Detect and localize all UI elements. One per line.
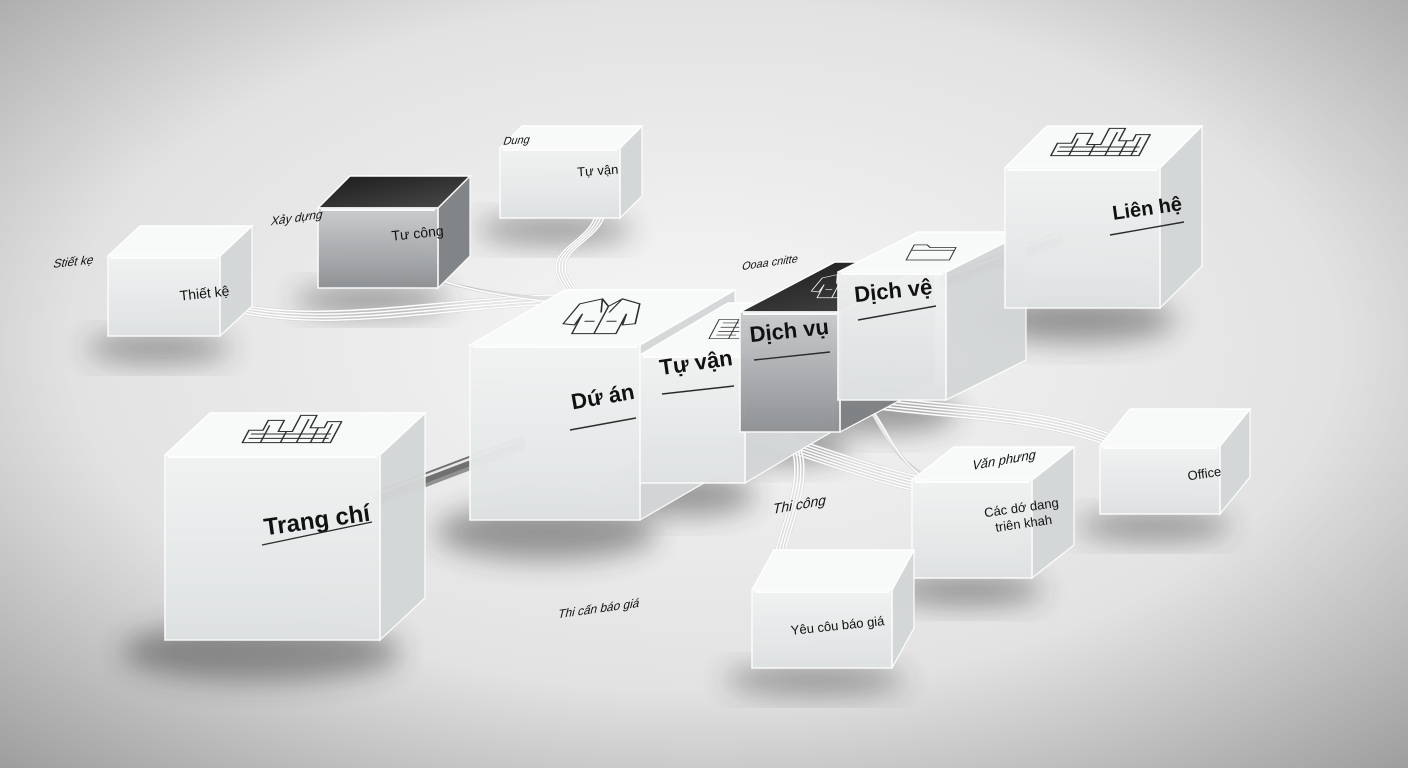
node-lien-he[interactable]: Liên hệ <box>1003 124 1204 310</box>
jacket-icon <box>562 298 641 335</box>
city-skyline-icon <box>241 414 343 444</box>
label-underline <box>569 417 637 431</box>
block-face <box>107 255 221 337</box>
city-skyline-icon <box>1049 127 1152 157</box>
label-underline <box>753 351 831 361</box>
block-face <box>837 271 947 401</box>
block-face <box>751 589 893 669</box>
label-underline <box>857 305 937 321</box>
node-sublabel: Stiết kẹ <box>52 253 96 271</box>
block-face <box>317 207 439 289</box>
block-face <box>164 454 381 641</box>
node-label: Tư công <box>391 222 445 243</box>
node-trang-chi[interactable]: Trang chí <box>163 411 427 642</box>
label-underline <box>261 521 373 546</box>
block-shadow <box>476 216 632 244</box>
block-shadow <box>85 334 232 362</box>
block-face <box>499 147 621 219</box>
block-face <box>1004 167 1161 309</box>
node-dung[interactable]: Dung Tự vận <box>498 124 644 220</box>
block-face <box>469 344 641 521</box>
node-thiet-ke[interactable]: Stiết kẹ Thiết kệ <box>52 224 254 338</box>
folder-icon <box>905 244 957 261</box>
node-label: Thiết kệ <box>179 282 230 303</box>
block-shadow <box>1076 512 1232 540</box>
label-underline <box>661 385 735 395</box>
block-shadow <box>724 666 906 694</box>
block-face <box>1099 445 1221 515</box>
node-label: Tự vận <box>577 162 619 180</box>
block-shadow <box>888 574 1044 606</box>
block-face <box>911 479 1033 579</box>
node-sublabel: Dung <box>501 134 531 148</box>
label-underline <box>1109 221 1185 236</box>
block-top <box>750 549 916 591</box>
block-face <box>739 311 841 433</box>
node-label: Office <box>1187 464 1222 484</box>
